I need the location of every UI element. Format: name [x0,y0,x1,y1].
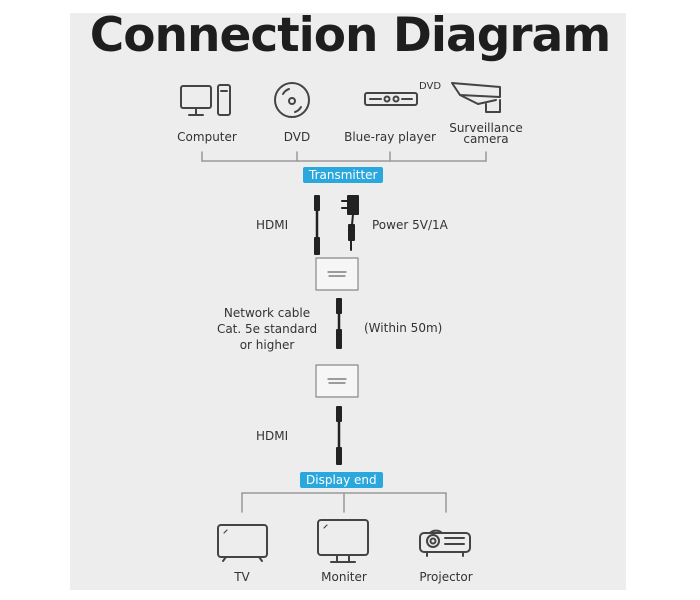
projector-icon [419,529,471,557]
dvd-icon-text: DVD [419,81,442,92]
camera-label-line1: Surveillance [449,121,523,135]
power-label: Power 5V/1A [372,218,448,232]
computer-icon [180,84,231,116]
hdmi-out-cable-icon [336,406,342,465]
surveillance-camera-icon [451,82,501,113]
source-label-computer: Computer [177,130,237,144]
camera-label-line2: camera [463,132,509,146]
tv-icon [217,524,268,562]
network-line2: Cat. 5e standard [216,322,318,336]
source-label-bluray: Blue-ray player [344,130,436,144]
bluray-player-icon [364,92,418,106]
source-label-camera: Surveillance camera [449,121,523,146]
transmitter-badge: Transmitter [303,167,384,183]
network-cable-label: Network cable Cat. 5e standard or higher [212,305,322,353]
display-bracket [241,492,447,513]
distance-label: (Within 50m) [364,321,443,335]
page-title: Connection Diagram [89,8,611,63]
monitor-icon [317,519,369,563]
network-line1: Network cable [223,306,311,320]
network-line3: or higher [239,338,295,352]
display-label-monitor: Moniter [321,570,367,584]
hdmi-out-label: HDMI [256,429,289,443]
dvd-icon [274,82,310,118]
source-label-dvd: DVD [283,130,311,144]
network-cable-icon [336,298,342,349]
receiver-device [315,364,359,398]
transmitter-device [315,257,359,291]
hdmi-in-label: HDMI [256,218,289,232]
source-bracket [201,151,487,162]
display-label-tv: TV [234,570,250,584]
display-end-badge: Display end [300,472,383,488]
power-adapter-icon [341,195,359,251]
hdmi-cable-icon [314,195,320,255]
display-label-projector: Projector [419,570,473,584]
diagram-panel [70,13,626,590]
